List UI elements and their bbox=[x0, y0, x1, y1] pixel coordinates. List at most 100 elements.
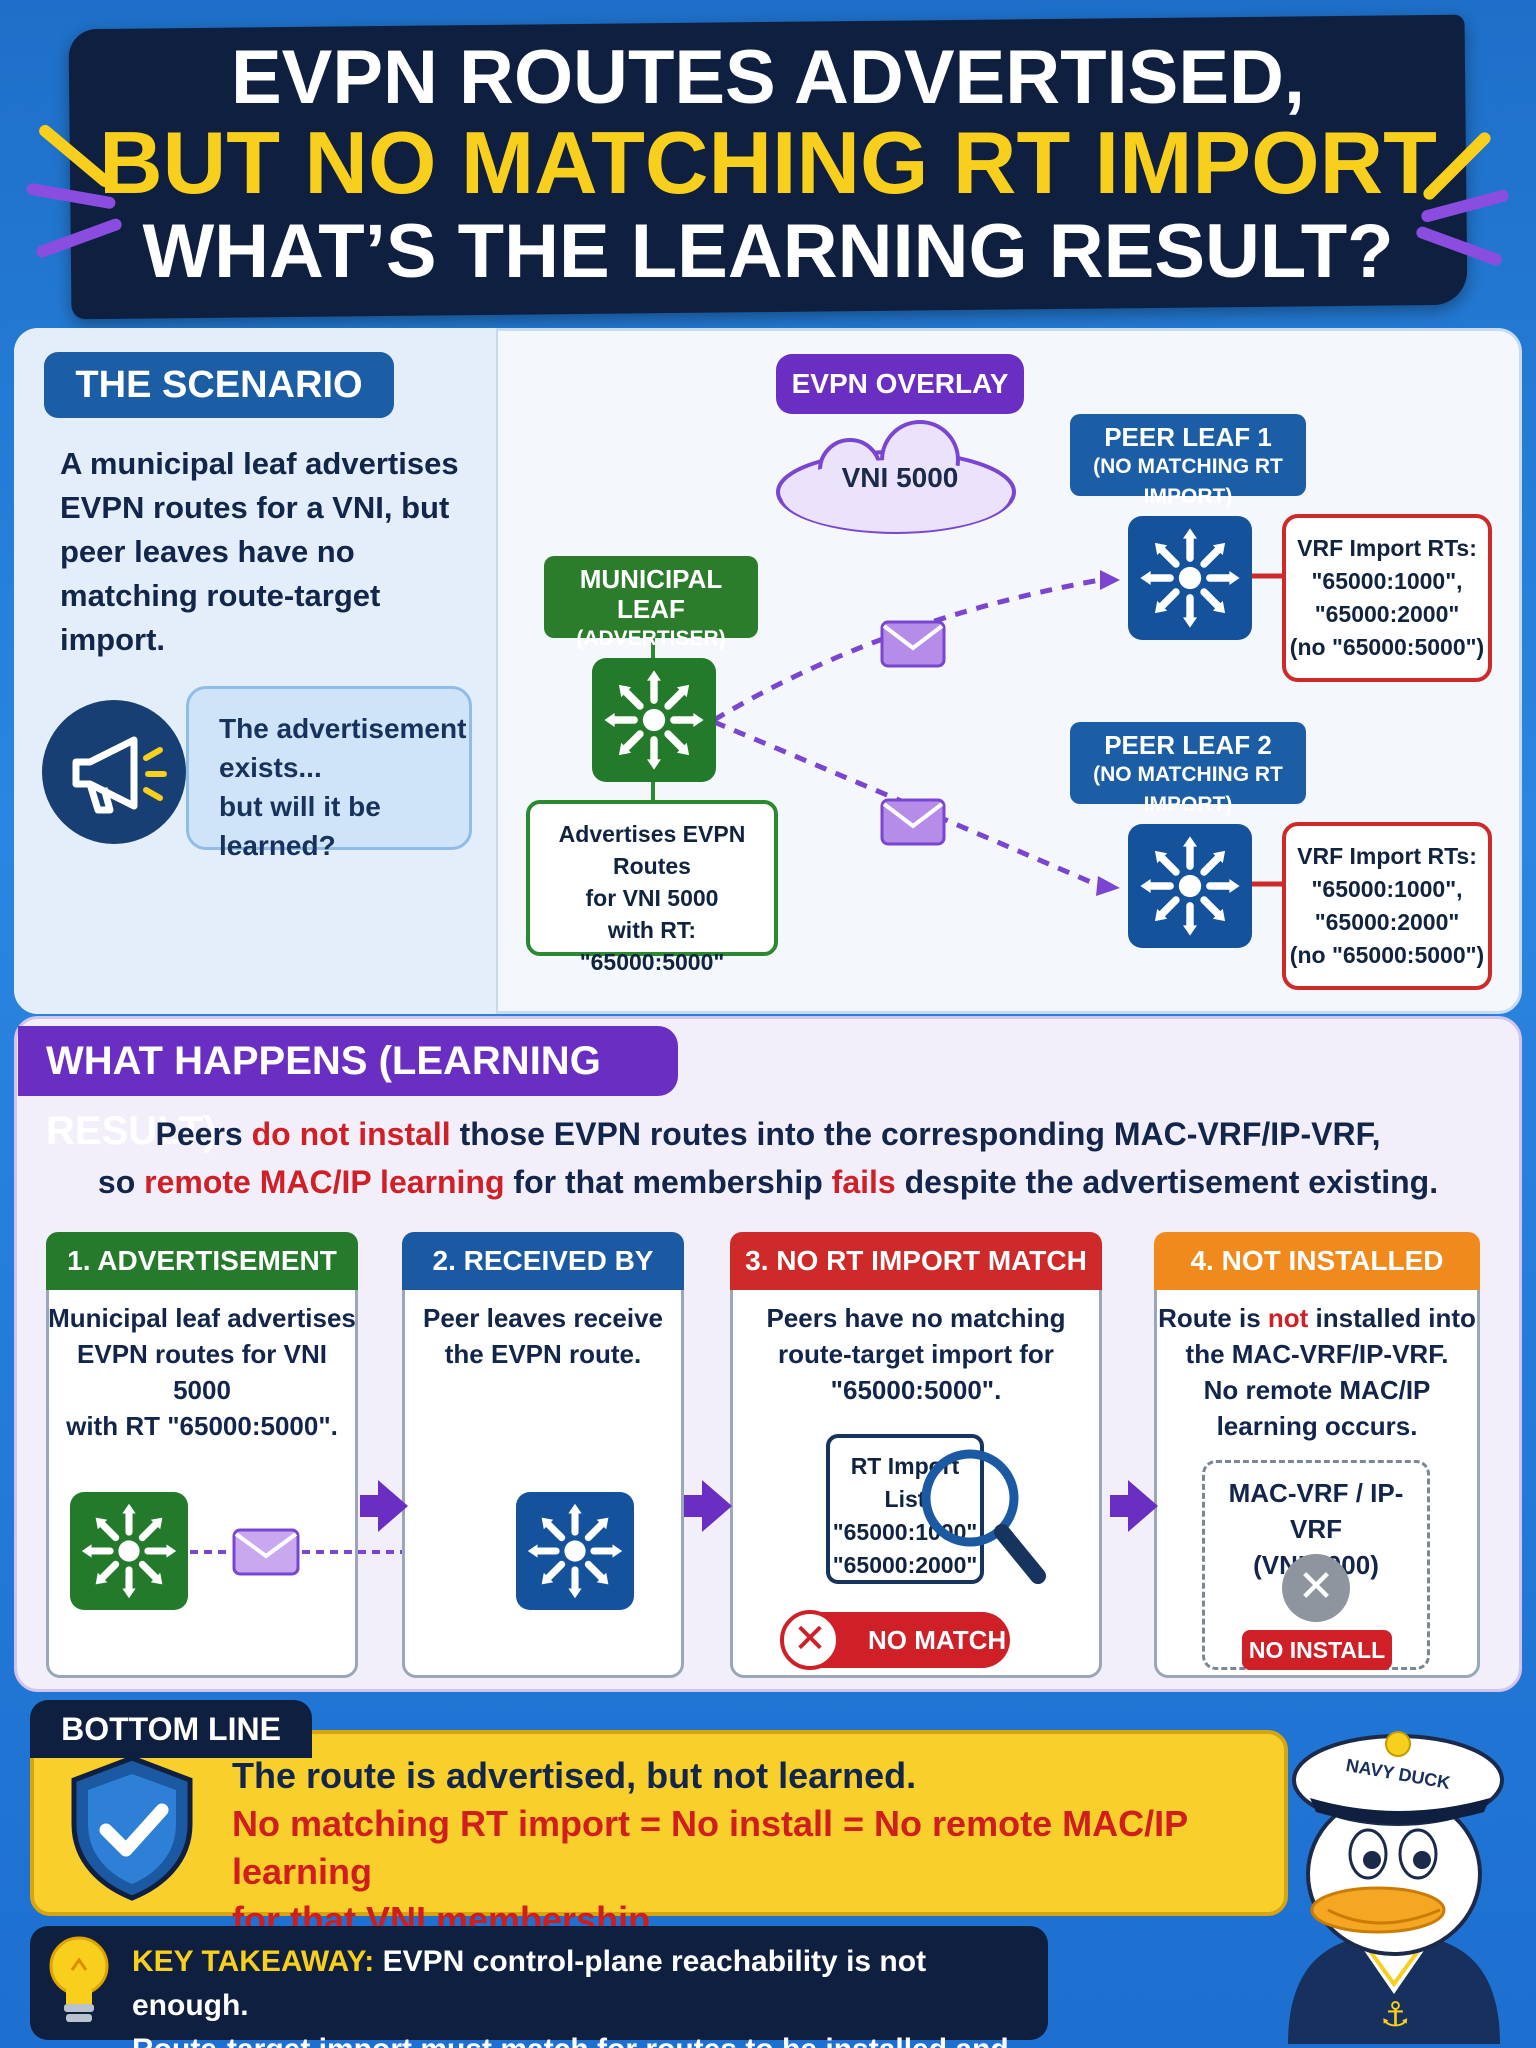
step-3-text: Peers have no matching route-target impo… bbox=[730, 1300, 1102, 1408]
text-span: installed into bbox=[1308, 1303, 1476, 1333]
key-takeaway-line-1: KEY TAKEAWAY: EVPN control-plane reachab… bbox=[132, 1940, 1032, 2028]
envelope-icon bbox=[232, 1528, 300, 1576]
vrf-line: VRF Import RTs: bbox=[1297, 535, 1477, 561]
vrf-line: "65000:1000", bbox=[1311, 568, 1463, 594]
magnifier-icon bbox=[921, 1449, 1046, 1584]
municipal-leaf-label: MUNICIPAL LEAF (ADVERTISER) bbox=[544, 556, 758, 650]
step-line: with RT "65000:5000". bbox=[66, 1411, 338, 1441]
step-4-title: 4. NOT INSTALLED bbox=[1154, 1232, 1480, 1290]
title-line-1: EVPN ROUTES ADVERTISED, bbox=[230, 35, 1306, 120]
step-line: Route is not installed into bbox=[1154, 1300, 1480, 1336]
learning-result-title: WHAT HAPPENS (LEARNING RESULT) bbox=[18, 1026, 678, 1153]
vni-cloud-icon bbox=[776, 420, 1016, 534]
vrf-line: "65000:2000" bbox=[1314, 601, 1460, 627]
bubble-line: exists... bbox=[219, 752, 322, 783]
adv-line: for VNI 5000 bbox=[585, 885, 719, 911]
key-takeaway-line-2: Route-target import must match for route… bbox=[132, 2028, 1032, 2048]
bubble-line: but will it be learned? bbox=[219, 791, 381, 861]
municipal-leaf-title: MUNICIPAL LEAF bbox=[579, 564, 723, 624]
adv-line: "65000:5000" bbox=[579, 949, 725, 975]
text-span-highlight: remote MAC/IP learning bbox=[144, 1164, 505, 1200]
svg-text:⚓: ⚓ bbox=[1380, 1995, 1410, 2035]
switch-icon bbox=[516, 1492, 634, 1610]
step-line: Peer leaves receive bbox=[423, 1303, 663, 1333]
key-takeaway-text: KEY TAKEAWAY: EVPN control-plane reachab… bbox=[132, 1940, 1032, 2048]
text-span: Route is bbox=[1158, 1303, 1268, 1333]
key-takeaway-label: KEY TAKEAWAY: bbox=[132, 1945, 375, 1978]
switch-icon bbox=[592, 658, 716, 782]
rt-import-list: RT Import List "65000:1000" "65000:2000" bbox=[826, 1434, 984, 1584]
envelope-icon bbox=[880, 620, 946, 668]
result-explanation-line-1: Peers do not install those EVPN routes i… bbox=[0, 1116, 1536, 1153]
rt-list-item: "65000:2000" bbox=[832, 1552, 978, 1578]
vrf-import-box-1: VRF Import RTs: "65000:1000", "65000:200… bbox=[1282, 514, 1492, 682]
step-line: No remote MAC/IP bbox=[1203, 1375, 1431, 1405]
x-circle-icon: ✕ bbox=[1282, 1554, 1350, 1622]
peer-leaf-1-subtitle: (NO MATCHING RT IMPORT) bbox=[1093, 455, 1283, 508]
navy-duck-mascot: ⚓ NAVY DUCK bbox=[1258, 1704, 1530, 2044]
result-explanation-line-2: so remote MAC/IP learning for that membe… bbox=[0, 1164, 1536, 1201]
step-line: Municipal leaf advertises bbox=[48, 1303, 356, 1333]
no-install-badge: NO INSTALL bbox=[1242, 1630, 1392, 1670]
step-line: route-target import for bbox=[778, 1339, 1054, 1369]
bottom-line-panel bbox=[30, 1730, 1288, 1916]
scenario-column bbox=[14, 328, 498, 1014]
adv-line: Advertises EVPN Routes bbox=[558, 821, 746, 879]
vrf-line: "65000:1000", bbox=[1311, 876, 1463, 902]
scenario-text: A municipal leaf advertises EVPN routes … bbox=[60, 446, 459, 657]
step-line: the MAC-VRF/IP-VRF. bbox=[1185, 1339, 1449, 1369]
overlay-diagram bbox=[651, 420, 1282, 896]
arrow-right-icon bbox=[684, 1480, 732, 1532]
step-line: Peers have no matching bbox=[766, 1303, 1066, 1333]
switch-icon bbox=[70, 1492, 188, 1610]
vrf-line: (no "65000:5000") bbox=[1289, 942, 1485, 968]
mac-vrf-box: MAC-VRF / IP-VRF (VNI 5000) bbox=[1202, 1460, 1430, 1670]
step-line: "65000:5000". bbox=[830, 1375, 1002, 1405]
vrf-box-line: MAC-VRF / IP-VRF bbox=[1228, 1478, 1404, 1544]
peer-leaf-1-label: PEER LEAF 1 (NO MATCHING RT IMPORT) bbox=[1070, 414, 1306, 508]
bottom-line-line-2: No matching RT import = No install = No … bbox=[232, 1803, 1188, 1892]
title-line-2: BUT NO MATCHING RT IMPORT bbox=[99, 113, 1437, 212]
step-2-title: 2. RECEIVED BY PEER bbox=[402, 1232, 684, 1334]
vrf-line: (no "65000:5000") bbox=[1289, 634, 1485, 660]
step-3-title: 3. NO RT IMPORT MATCH bbox=[730, 1232, 1102, 1290]
advertisement-details-box: Advertises EVPN Routes for VNI 5000 with… bbox=[526, 800, 778, 975]
peer-leaf-1-title: PEER LEAF 1 bbox=[1104, 422, 1272, 452]
switch-icon bbox=[1128, 824, 1252, 948]
step-line: EVPN routes for VNI 5000 bbox=[77, 1339, 327, 1405]
vrf-line: "65000:2000" bbox=[1314, 909, 1460, 935]
evpn-overlay-label: EVPN OVERLAY bbox=[776, 354, 1024, 414]
adv-line: with RT: bbox=[607, 917, 697, 943]
vrf-line: VRF Import RTs: bbox=[1297, 843, 1477, 869]
peer-leaf-2-subtitle: (NO MATCHING RT IMPORT) bbox=[1093, 763, 1283, 816]
shield-check-icon bbox=[71, 1755, 193, 1901]
peer-leaf-2-title: PEER LEAF 2 bbox=[1104, 730, 1272, 760]
bottom-line-text: The route is advertised, but not learned… bbox=[232, 1752, 1252, 1944]
bottom-line-label: BOTTOM LINE bbox=[30, 1700, 312, 1758]
advertisement-bubble: The advertisement exists... but will it … bbox=[186, 686, 472, 861]
vni-cloud-label: VNI 5000 bbox=[841, 462, 959, 493]
arrow-right-icon bbox=[1110, 1480, 1158, 1532]
lightbulb-icon bbox=[49, 1936, 109, 2022]
step-line: learning occurs. bbox=[1216, 1411, 1418, 1441]
x-circle-icon: ✕ bbox=[780, 1610, 840, 1670]
text-span: EVPN control-plane reachability is not e… bbox=[132, 1945, 927, 2022]
step-1-title: 1. ADVERTISEMENT SENT bbox=[46, 1232, 358, 1334]
peer-leaf-2-label: PEER LEAF 2 (NO MATCHING RT IMPORT) bbox=[1070, 722, 1306, 816]
text-span: those EVPN routes into the corresponding… bbox=[450, 1116, 1381, 1152]
title-line-3: WHAT’S THE LEARNING RESULT? bbox=[142, 209, 1394, 294]
text-span-highlight: not bbox=[1267, 1303, 1309, 1333]
text-span: despite the advertisement existing. bbox=[895, 1164, 1439, 1200]
vrf-import-box-2: VRF Import RTs: "65000:1000", "65000:200… bbox=[1282, 822, 1492, 990]
switch-icon bbox=[1128, 516, 1252, 640]
arrow-right-icon bbox=[360, 1480, 408, 1532]
key-takeaway-panel bbox=[30, 1926, 1048, 2040]
envelope-icon bbox=[880, 798, 946, 846]
bubble-line: The advertisement bbox=[219, 713, 467, 744]
municipal-leaf-subtitle: (ADVERTISER) bbox=[576, 627, 726, 650]
text-span-highlight: do not install bbox=[251, 1116, 451, 1152]
scenario-title: THE SCENARIO bbox=[44, 352, 394, 418]
megaphone-icon bbox=[42, 700, 186, 844]
step-4-text: Route is not installed into the MAC-VRF/… bbox=[1154, 1300, 1480, 1444]
step-1-text: Municipal leaf advertises EVPN routes fo… bbox=[46, 1300, 358, 1444]
